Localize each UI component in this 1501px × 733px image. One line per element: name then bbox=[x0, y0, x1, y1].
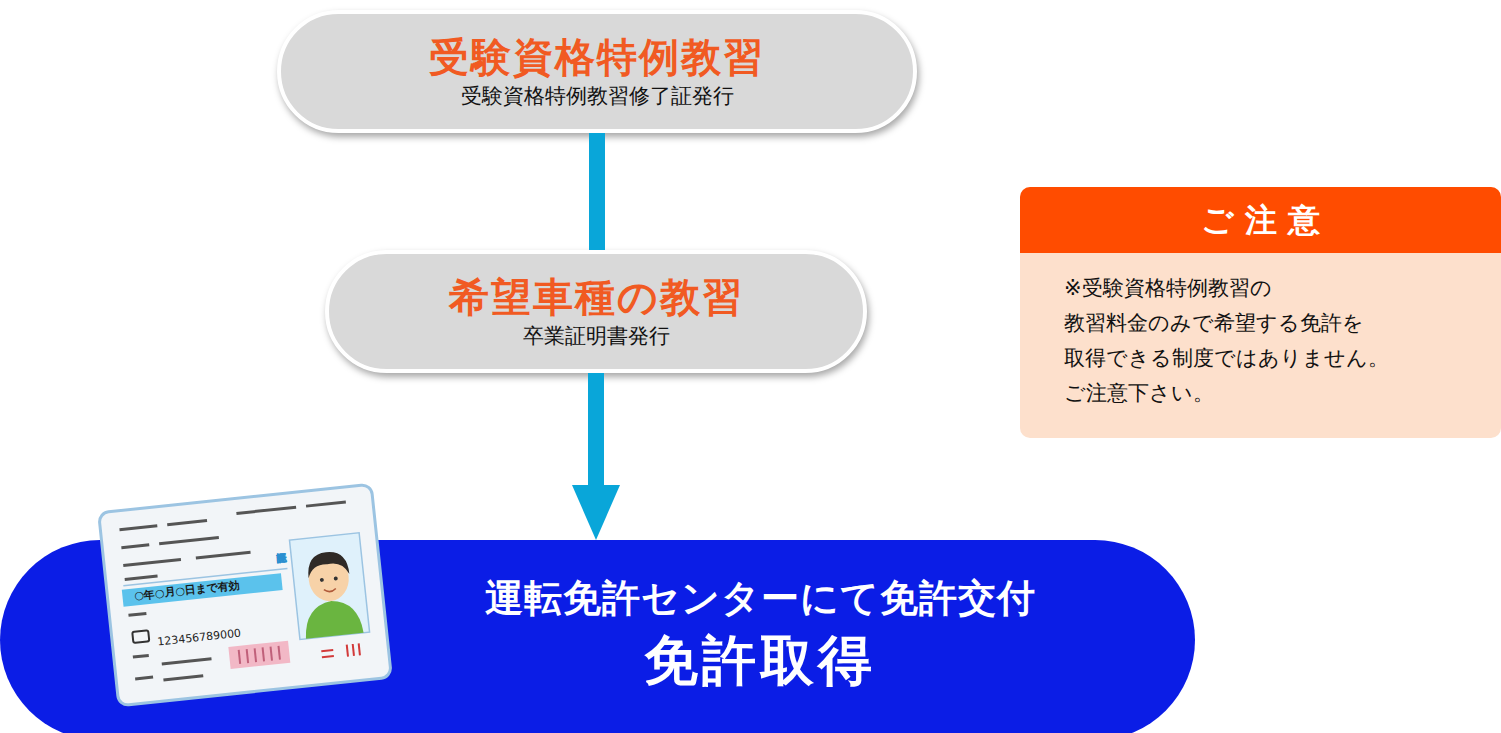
card-body bbox=[99, 484, 392, 706]
person-mouth bbox=[324, 588, 336, 592]
flow-connector bbox=[597, 133, 598, 250]
step-title: 受験資格特例教習 bbox=[429, 33, 765, 81]
card-stamp bbox=[228, 641, 290, 669]
process-pill: 受験資格特例教習受験資格特例教習修了証発行 bbox=[277, 10, 917, 133]
note-box: ご 注 意※受験資格特例教習の 教習料金のみで希望する免許を 取得できる制度では… bbox=[1020, 187, 1501, 438]
card-red-marks bbox=[321, 643, 360, 659]
person-hair bbox=[306, 550, 349, 578]
person-eye bbox=[320, 578, 324, 582]
card-line bbox=[135, 677, 153, 679]
goal-title: 運転免許センターにて免許交付 bbox=[485, 570, 1036, 626]
card-line bbox=[159, 537, 219, 543]
card-line bbox=[128, 613, 146, 615]
step-subtitle: 卒業証明書発行 bbox=[523, 321, 670, 351]
card-chip bbox=[132, 630, 149, 643]
connector-line bbox=[588, 373, 604, 485]
flow-connector bbox=[572, 373, 620, 540]
card-line bbox=[167, 521, 207, 525]
license-card-illustration: ○年○月○日まで有効123456789000運転免許証 bbox=[95, 481, 394, 709]
arrow-head bbox=[572, 485, 620, 540]
card-line bbox=[121, 545, 149, 548]
card-validity-band bbox=[122, 573, 283, 607]
card-line bbox=[125, 576, 158, 579]
card-line bbox=[119, 526, 157, 530]
connector-line bbox=[589, 133, 605, 250]
card-line bbox=[123, 560, 181, 566]
card-line bbox=[162, 659, 212, 664]
step-subtitle: 受験資格特例教習修了証発行 bbox=[461, 81, 734, 111]
process-pill: 希望車種の教習卒業証明書発行 bbox=[325, 250, 867, 373]
card-line bbox=[236, 507, 296, 513]
card-line bbox=[196, 552, 251, 558]
note-body: ※受験資格特例教習の 教習料金のみで希望する免許を 取得できる制度ではありません… bbox=[1020, 253, 1484, 421]
card-stamp-marks bbox=[239, 646, 280, 664]
step-title: 希望車種の教習 bbox=[449, 273, 744, 321]
card-lines bbox=[119, 502, 362, 683]
note-heading: ご 注 意 bbox=[1020, 187, 1501, 253]
person-eye bbox=[334, 576, 338, 580]
person-shirt bbox=[302, 598, 363, 639]
card-line bbox=[133, 655, 149, 657]
card-photo bbox=[289, 533, 369, 640]
goal-main: 免許取得 bbox=[644, 626, 876, 696]
card-line bbox=[163, 676, 203, 680]
card-line bbox=[306, 502, 346, 506]
